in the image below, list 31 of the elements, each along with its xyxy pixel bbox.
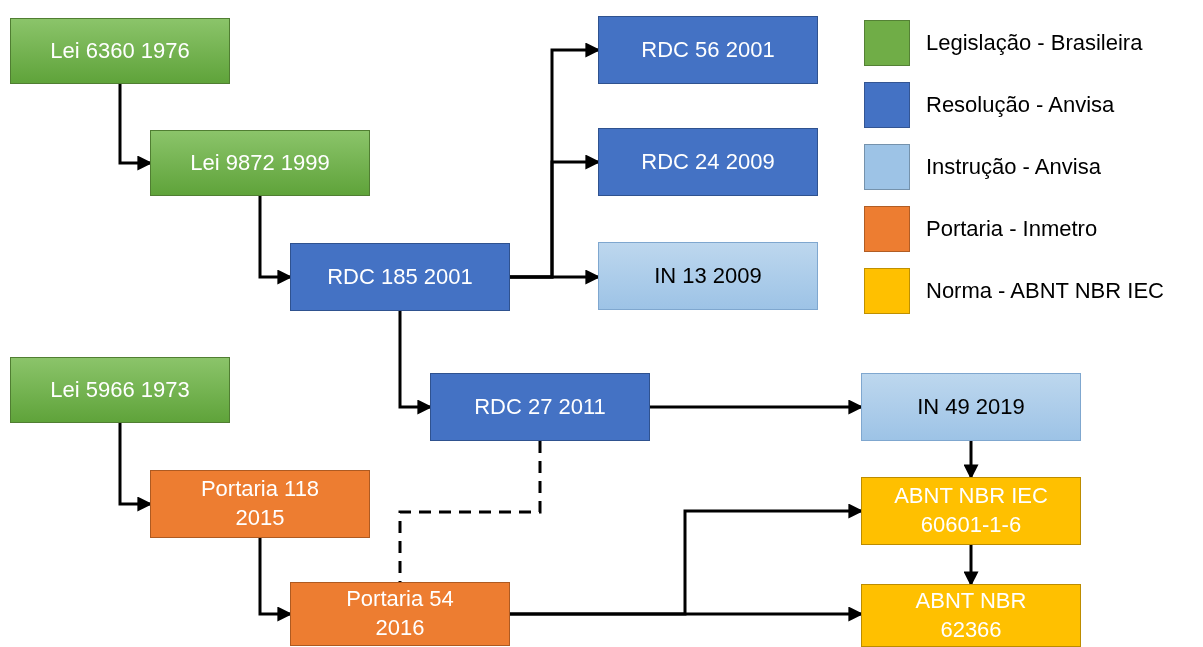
- legend-label: Resolução - Anvisa: [926, 92, 1115, 118]
- box-label: IN 13 2009: [654, 261, 762, 290]
- box-label: Lei 9872 1999: [190, 148, 330, 177]
- legend-label: Portaria - Inmetro: [926, 216, 1098, 242]
- document-box: [598, 128, 818, 196]
- legend-label: Legislação - Brasileira: [926, 30, 1143, 56]
- document-box: [861, 477, 1081, 545]
- box-label: Portaria 54 2016: [345, 585, 455, 642]
- legend-label: Instrução - Anvisa: [926, 154, 1101, 180]
- document-box: [861, 373, 1081, 441]
- box-label: ABNT NBR IEC 60601-1-6: [893, 482, 1049, 539]
- box-label: RDC 185 2001: [327, 262, 473, 291]
- document-box: [430, 373, 650, 441]
- document-box: [150, 130, 370, 196]
- document-box: [10, 357, 230, 423]
- document-box: [598, 16, 818, 84]
- box-label: RDC 24 2009: [641, 147, 775, 176]
- document-box: [150, 470, 370, 538]
- document-box: [290, 243, 510, 311]
- document-box: [10, 18, 230, 84]
- box-label: Portaria 118 2015: [199, 475, 321, 532]
- box-label: ABNT NBR 62366: [914, 586, 1028, 644]
- box-label: RDC 27 2011: [474, 392, 606, 421]
- box-label: IN 49 2019: [917, 392, 1025, 421]
- document-box: [861, 584, 1081, 647]
- document-box: [598, 242, 818, 310]
- legend-label: Norma - ABNT NBR IEC: [926, 278, 1164, 304]
- box-label: Lei 5966 1973: [50, 375, 190, 404]
- box-label: Lei 6360 1976: [50, 36, 190, 65]
- document-box: [290, 582, 510, 646]
- box-label: RDC 56 2001: [641, 35, 775, 64]
